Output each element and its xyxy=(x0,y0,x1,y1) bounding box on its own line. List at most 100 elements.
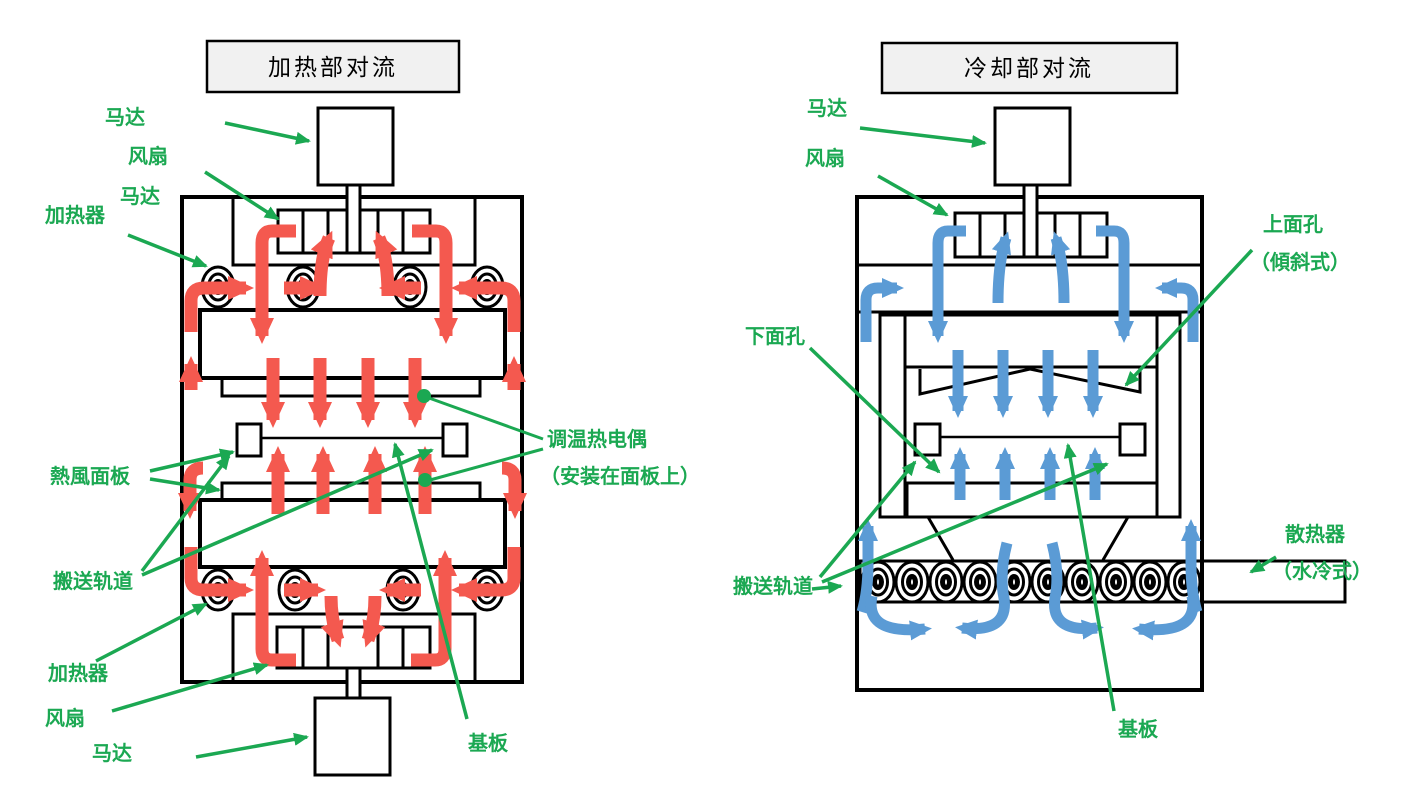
label-fan-top: 风扇 xyxy=(128,144,168,168)
thermocouple-dot-lower xyxy=(418,473,432,487)
red-arrow xyxy=(178,461,204,519)
red-arrow xyxy=(184,276,254,332)
red-arrow xyxy=(361,595,386,648)
blue-arrow xyxy=(860,278,904,342)
cooling-section: 冷却部对流 xyxy=(733,41,1372,741)
green-arrow-heater-bottom xyxy=(95,602,208,663)
conveyor-rail-right xyxy=(441,422,469,458)
red-arrow xyxy=(372,230,398,297)
conveyor-rail-right xyxy=(1118,422,1147,457)
cooling-title: 冷却部对流 xyxy=(964,56,1094,81)
heating-airflow-arrows xyxy=(178,224,527,667)
heating-section: 加热部对流 xyxy=(44,39,700,777)
red-arrow xyxy=(250,224,296,344)
thermocouple-dot-upper xyxy=(417,389,431,403)
green-arrow-heater-top xyxy=(127,233,208,268)
label-top-holes-2: （傾斜式） xyxy=(1250,250,1350,274)
upper-hot-air-panel xyxy=(198,308,507,380)
green-arrow-top-holes xyxy=(1124,248,1254,387)
label-fan: 风扇 xyxy=(805,146,845,170)
heating-chamber xyxy=(180,195,524,684)
label-fan-bottom: 风扇 xyxy=(45,706,85,730)
label-radiator-1: 散热器 xyxy=(1285,522,1346,546)
red-arrow xyxy=(451,276,521,332)
heating-title-frame xyxy=(205,39,461,94)
blue-arrow xyxy=(955,541,1013,640)
green-arrow-motor xyxy=(859,126,987,148)
red-arrow xyxy=(250,550,296,667)
bottom-fan xyxy=(275,625,432,670)
label-heater-top: 加热器 xyxy=(44,204,106,227)
bottom-fan-blades xyxy=(301,627,405,668)
thermocouple-leader-line xyxy=(428,396,544,441)
red-arrow xyxy=(320,595,345,648)
lower-hole-panel xyxy=(905,481,1159,519)
green-arrow-track-left xyxy=(818,460,917,579)
green-arrow-track-right xyxy=(821,462,1109,584)
cooling-motor-shaft xyxy=(1022,183,1039,259)
conveyor-rail-left xyxy=(913,422,942,457)
label-conveyor-track: 搬送轨道 xyxy=(733,574,813,598)
conveyor-rail-left xyxy=(235,422,263,458)
cooling-airflow-arrows xyxy=(856,225,1203,641)
blue-arrow xyxy=(1096,225,1134,343)
radiator-coils xyxy=(860,560,1202,604)
red-arrow xyxy=(184,547,254,602)
red-arrow xyxy=(310,230,336,297)
radiator-duct xyxy=(858,559,1347,604)
heating-title-box: 加热部对流 xyxy=(205,39,461,94)
upper-panel-step xyxy=(220,376,482,398)
cooling-title-box: 冷却部对流 xyxy=(880,41,1179,95)
label-substrate-right: 基板 xyxy=(1118,717,1159,741)
red-arrow xyxy=(451,547,521,602)
green-arrow-substrate xyxy=(392,442,469,720)
blue-arrow xyxy=(1155,278,1199,342)
green-arrow-fan-top xyxy=(204,170,280,221)
label-top-holes-1: 上面孔 xyxy=(1263,213,1323,236)
bottom-heater-coils xyxy=(200,568,505,612)
blue-arrow xyxy=(865,594,932,641)
green-arrow-fan-bottom xyxy=(111,662,269,713)
label-thermocouple-2: （安装在面板上） xyxy=(540,464,700,488)
label-hot-air-panel: 熱風面板 xyxy=(50,464,131,488)
green-arrow-radiator xyxy=(1249,555,1277,574)
cooling-motor xyxy=(993,106,1072,187)
green-arrow-panel-lower xyxy=(149,477,221,495)
thermocouple-leader-line xyxy=(429,447,544,482)
lower-hot-air-panel xyxy=(198,498,507,569)
green-arrow-track-left xyxy=(140,454,231,573)
top-motor xyxy=(316,106,395,187)
label-heater-bottom: 加热器 xyxy=(47,662,109,685)
cooling-inner-chamber xyxy=(878,313,1182,519)
label-substrate-left: 基板 xyxy=(468,731,509,755)
green-arrow-bottom-holes xyxy=(808,346,941,474)
blue-arrow xyxy=(991,231,1012,304)
green-arrow-substrate xyxy=(1063,443,1116,712)
top-shaft-overlay xyxy=(345,183,362,255)
bottom-motor xyxy=(313,696,392,777)
green-arrow-track-right xyxy=(141,448,434,577)
red-arrow xyxy=(501,461,527,519)
red-arrow xyxy=(411,550,457,667)
conveyor-and-substrate xyxy=(235,422,469,458)
label-bottom-holes: 下面孔 xyxy=(745,325,805,348)
panel-support-legs xyxy=(926,516,1130,561)
label-conveyor-track: 搬送轨道 xyxy=(53,569,133,593)
blue-arrow xyxy=(1132,594,1199,641)
bottom-motor-shaft xyxy=(345,666,362,700)
label-radiator-2: （水冷式） xyxy=(1272,559,1372,583)
red-arrow xyxy=(412,224,458,344)
label-motor: 马达 xyxy=(807,97,847,120)
cooling-annotations: 马达 风扇 上面孔 （傾斜式） 下面孔 搬送轨道 散热器 （水冷式） 基板 xyxy=(733,97,1372,741)
green-arrow-track-rollers xyxy=(811,580,843,594)
cooling-title-frame xyxy=(880,41,1179,95)
green-arrow-motor-bottom xyxy=(195,732,309,759)
inclined-hole-plate xyxy=(918,367,1142,396)
label-motor-top: 马达 xyxy=(105,106,145,129)
green-arrow-motor-top xyxy=(224,121,311,145)
blue-arrow xyxy=(1046,541,1104,640)
label-thermocouple-1: 调温热电偶 xyxy=(547,427,647,451)
blue-arrow xyxy=(1050,231,1071,304)
blue-arrow xyxy=(928,225,966,343)
